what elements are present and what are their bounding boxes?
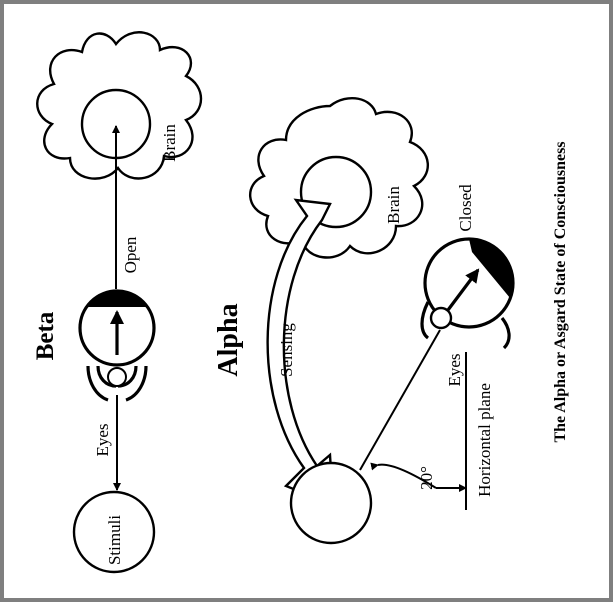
alpha-eye [422, 239, 513, 348]
beta-title: Beta [32, 311, 59, 360]
beta-eye [80, 290, 154, 400]
angle-label: 20° [417, 466, 436, 490]
alpha-brain-label: Brain [384, 186, 403, 224]
alpha-sight-line [360, 330, 440, 470]
diagram-caption: The Alpha or Asgard State of Consciousne… [552, 141, 569, 442]
horizontal-plane-label: Horizontal plane [475, 383, 494, 497]
beta-eyes-label: Eyes [93, 423, 112, 456]
sensing-label: Sensing [277, 323, 296, 377]
closed-label: Closed [456, 184, 475, 232]
alpha-eyes-label: Eyes [445, 353, 464, 386]
beta-open-label: Open [121, 236, 140, 273]
alpha-title: Alpha [213, 303, 244, 376]
alpha-gaze-arrow [448, 270, 478, 310]
beta-pupil [108, 368, 126, 386]
alpha-eyelid-upper [422, 302, 428, 338]
stimuli-label: Stimuli [105, 515, 124, 565]
alpha-section: Brain Alpha Sensing 20° Horizontal plane… [213, 98, 513, 543]
alpha-target-circle [291, 463, 371, 543]
beta-eye-lid-shading [86, 290, 148, 307]
alpha-pupil [431, 308, 451, 328]
alpha-eye-lid-shading [469, 239, 513, 298]
beta-section: Brain Open Beta Eyes Stimuli [32, 32, 201, 572]
beta-brain-label: Brain [160, 124, 179, 162]
alpha-eyelid-lower [502, 318, 509, 348]
